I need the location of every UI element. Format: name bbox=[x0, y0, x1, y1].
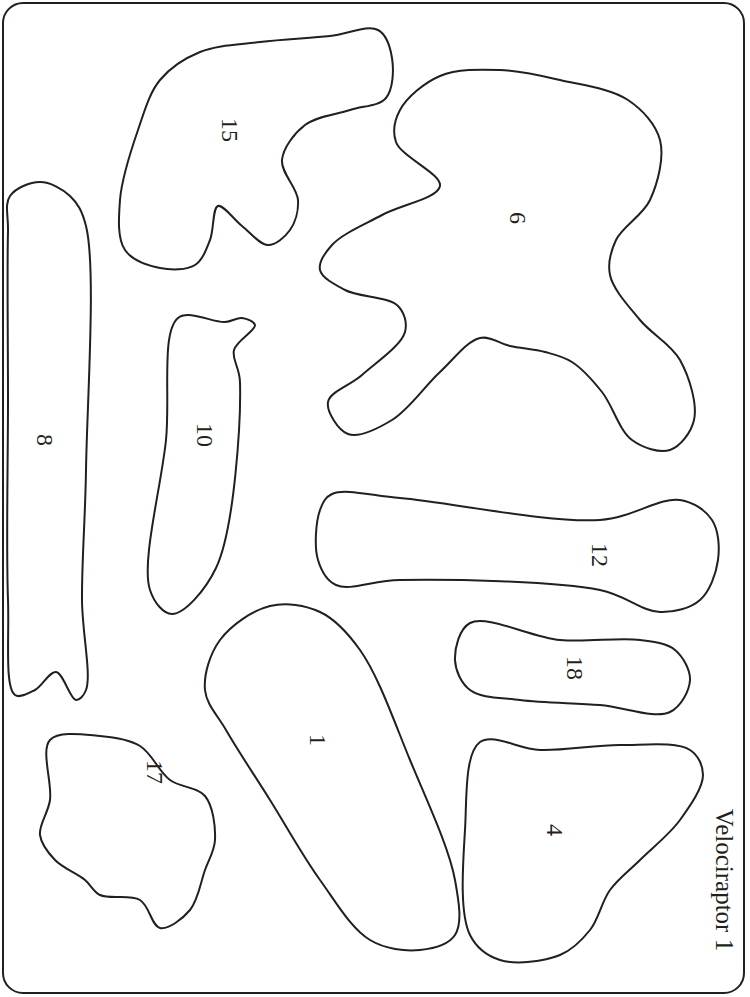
callout-number: 4 bbox=[543, 824, 567, 836]
puzzle-piece: 6 bbox=[316, 66, 698, 454]
piece-shape bbox=[461, 738, 707, 964]
puzzle-piece: 12 bbox=[314, 490, 722, 616]
piece-outline bbox=[463, 739, 703, 962]
piece-outline bbox=[455, 621, 690, 714]
callout-number: 1 bbox=[306, 734, 330, 746]
piece-outline bbox=[40, 734, 215, 928]
piece-shape bbox=[316, 66, 698, 454]
puzzle-piece: 18 bbox=[451, 619, 694, 716]
callout-number: 17 bbox=[143, 760, 167, 784]
piece-shape bbox=[201, 602, 459, 954]
piece-outline bbox=[320, 70, 695, 451]
callout-number: 15 bbox=[218, 118, 242, 142]
puzzle-piece: 1 bbox=[201, 602, 459, 954]
callout-number: 10 bbox=[193, 423, 217, 447]
piece-outline bbox=[205, 604, 460, 950]
callout-number: 6 bbox=[506, 212, 530, 224]
callout-number: 12 bbox=[588, 543, 612, 567]
border-rect bbox=[3, 3, 744, 993]
callout-number: 18 bbox=[563, 656, 587, 680]
callout-number: 8 bbox=[33, 434, 57, 446]
puzzle-piece: 10 bbox=[146, 314, 259, 618]
piece-outline bbox=[7, 182, 91, 700]
puzzle-piece: 4 bbox=[461, 738, 707, 964]
puzzle-piece: 17 bbox=[36, 732, 219, 932]
sheet-title: Velociraptor 1 bbox=[712, 809, 737, 951]
piece-outline bbox=[148, 315, 255, 614]
piece-outline bbox=[316, 492, 719, 612]
piece-shape bbox=[36, 732, 219, 932]
piece-shape bbox=[314, 490, 722, 616]
puzzle-piece: 8 bbox=[4, 178, 90, 704]
piece-shape bbox=[146, 314, 259, 618]
